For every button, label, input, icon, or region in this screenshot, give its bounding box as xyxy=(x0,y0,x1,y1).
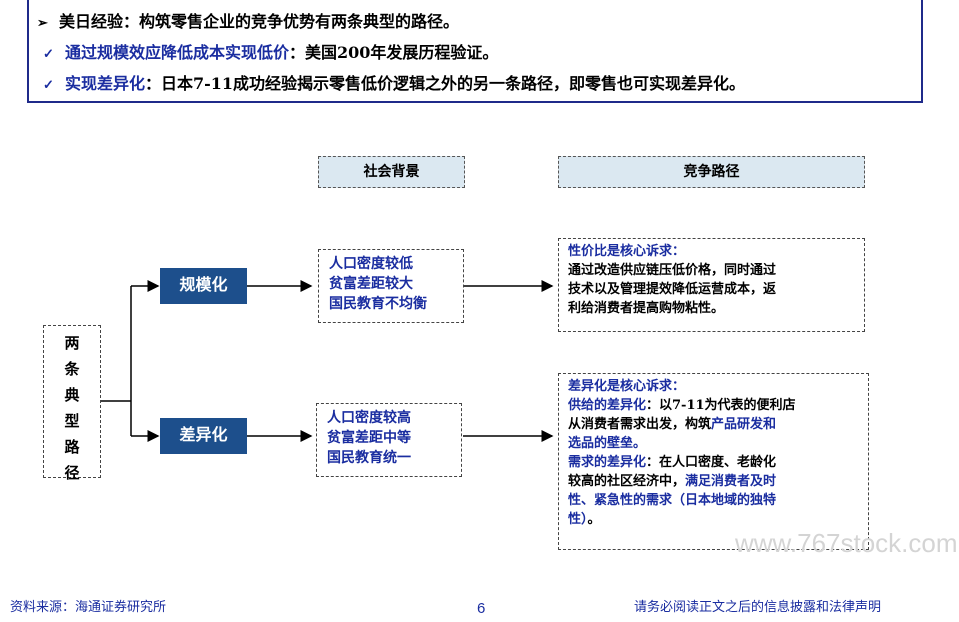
arrow-bullet-icon: ➢ xyxy=(37,16,48,31)
watermark: www.767stock.com xyxy=(735,528,958,558)
branch-diff-box: 差异化 xyxy=(160,418,247,454)
footer-source: 资料来源：海通证券研究所 xyxy=(10,600,167,615)
root-two-paths-box: 两 条 典 型 路 径 xyxy=(43,325,101,482)
checkmark-icon: ✓ xyxy=(43,78,54,93)
root-fork-lines xyxy=(101,286,132,436)
checkmark-icon: ✓ xyxy=(43,47,54,62)
diff-route-box: 差异化是核心诉求： 供给的差异化：以7-11为代表的便利店 从消费者需求出发，构… xyxy=(558,373,869,550)
scale-context-box: 人口密度较低 贫富差距较大 国民教育不均衡 xyxy=(318,249,464,323)
branch-scale-box: 规模化 xyxy=(160,268,247,304)
header-competition-route: 竞争路径 xyxy=(558,156,865,188)
summary-box: ➢美日经验：构筑零售企业的竞争优势有两条典型的路径。 ✓通过规模效应降低成本实现… xyxy=(27,0,923,103)
footer-disclaimer[interactable]: 请务必阅读正文之后的信息披露和法律声明 xyxy=(634,600,882,615)
summary-line-1: ➢美日经验：构筑零售企业的竞争优势有两条典型的路径。 xyxy=(37,12,459,34)
header-social-background: 社会背景 xyxy=(318,156,465,188)
summary-line-3: ✓实现差异化：日本7-11成功经验揭示零售低价逻辑之外的另一条路径，即零售也可实… xyxy=(43,74,745,96)
scale-route-box: 性价比是核心诉求： 通过改造供应链压低价格，同时通过 技术以及管理提效降低运营成… xyxy=(558,238,865,332)
diff-context-box: 人口密度较高 贫富差距中等 国民教育统一 xyxy=(316,403,462,477)
summary-line-2: ✓通过规模效应降低成本实现低价：美国200年发展历程验证。 xyxy=(43,43,498,65)
page-number: 6 xyxy=(477,600,486,617)
